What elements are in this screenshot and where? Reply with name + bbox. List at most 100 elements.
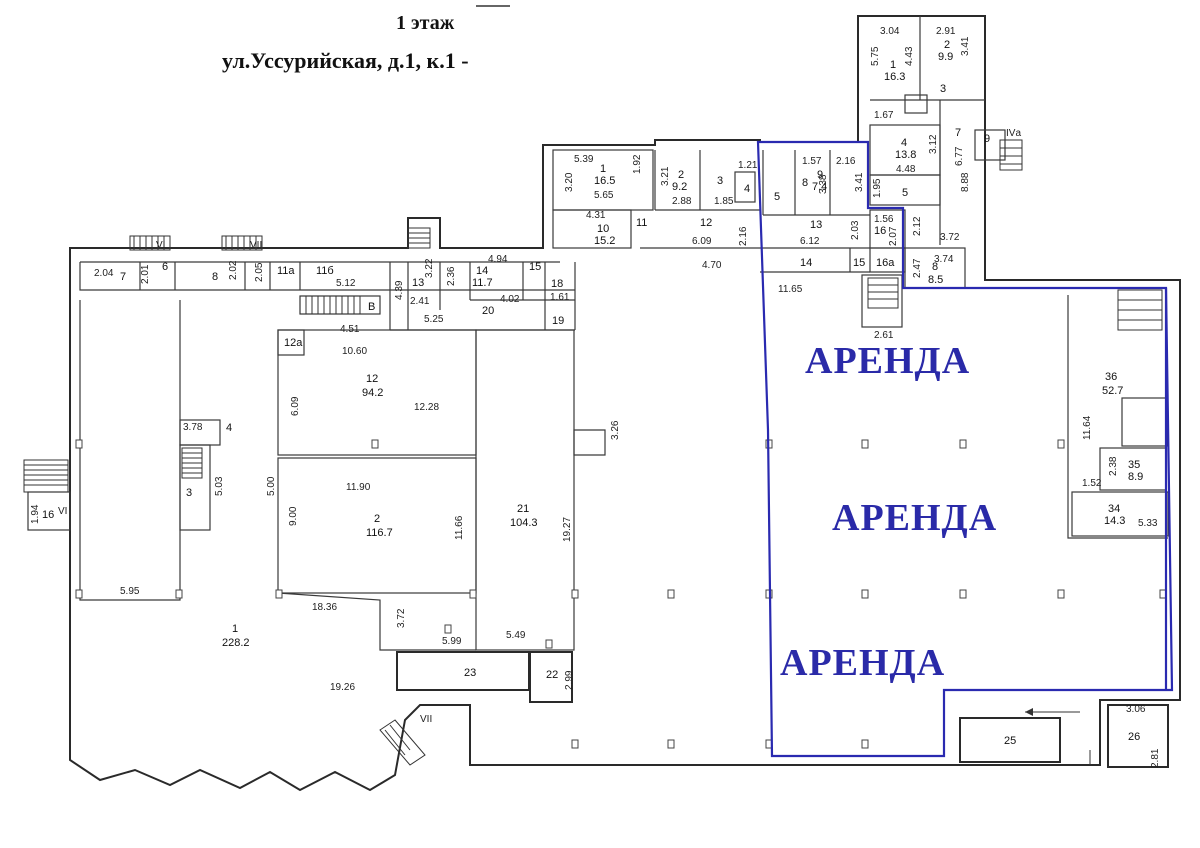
dimension-label: 19.27 (562, 517, 573, 542)
room-label: 23 (464, 667, 476, 679)
dimension-label: 4.31 (586, 210, 606, 221)
room-area: 16.3 (884, 71, 905, 83)
dimension-label: 2.38 (1108, 456, 1119, 476)
dimension-label: 3.41 (960, 36, 971, 56)
dimension-label: 1.56 (874, 214, 894, 225)
room-label: 3 (717, 175, 723, 187)
room-label: В (368, 301, 375, 313)
dimension-label: 1.94 (30, 504, 41, 524)
dimension-label: 2.91 (936, 26, 956, 37)
dimension-label: 5.03 (214, 476, 225, 496)
room-label: 18 (551, 278, 563, 290)
dimension-label: 6.09 (692, 236, 712, 247)
room-area: 52.7 (1102, 385, 1123, 397)
dimension-label: 1.61 (550, 292, 570, 303)
room-label: 19 (552, 315, 564, 327)
room-label: 12а (284, 337, 303, 349)
room-area: 7.4 (812, 181, 827, 193)
dimension-label: 3.78 (183, 422, 203, 433)
dimension-label: 12.28 (414, 402, 439, 413)
dimension-label: IVа (1006, 128, 1021, 139)
dimension-label: 5.65 (594, 190, 614, 201)
room-label: 11б (316, 265, 334, 277)
room-numbers: 7 6 8 11а 11б В 13 15 18 20 19 12а 4 3 1… (42, 83, 1140, 747)
room-area: 15.2 (594, 235, 615, 247)
room-number: 4 (901, 137, 907, 149)
dimension-label: 11.64 (1082, 415, 1093, 440)
dimension-label: 2.02 (228, 260, 239, 280)
dimension-label: 1.92 (632, 154, 643, 174)
dimension-label: 3.12 (928, 134, 939, 154)
room-label: 15 (529, 261, 541, 273)
columns (75, 439, 1167, 749)
dimension-label: 2.03 (850, 220, 861, 240)
room-label: 3 (940, 83, 946, 95)
dimension-labels: 2.04 2.01 2.02 2.05 5.12 4.39 3.22 2.36 … (30, 26, 1161, 768)
room-label: 22 (546, 669, 558, 681)
dimension-label: 2.47 (912, 258, 923, 278)
dimension-label: 3.41 (854, 172, 865, 192)
room-label: 7 (120, 271, 126, 283)
room-number: 8 (932, 261, 938, 273)
floor-title: 1 этаж (396, 12, 455, 34)
dimension-label: 4.51 (340, 324, 360, 335)
dimension-label: 5.25 (424, 314, 444, 325)
lease-label-bottom: АРЕНДА (780, 642, 945, 684)
dimension-label: 2.41 (410, 296, 430, 307)
dimension-label: 2.99 (564, 670, 575, 690)
dimension-label: 11.65 (778, 284, 803, 295)
dimension-label: 5.00 (266, 476, 277, 496)
room-label: 5 (774, 191, 780, 203)
dimension-label: VII (420, 714, 432, 725)
room-label: 3 (186, 487, 192, 499)
dimension-label: 6.09 (290, 396, 301, 416)
room-area: 94.2 (362, 387, 383, 399)
room-area: 8.9 (1128, 471, 1143, 483)
room-area: 9.9 (938, 51, 953, 63)
room-area: 13.8 (895, 149, 916, 161)
dimension-label: 19.26 (330, 682, 355, 693)
dimension-label: VI (156, 240, 165, 251)
room-number: 14 (476, 265, 488, 277)
dimension-label: 2.81 (1150, 748, 1161, 768)
dimension-label: 4.02 (500, 294, 520, 305)
dimension-label: 2.05 (254, 262, 265, 282)
dimension-label: 1.67 (874, 110, 894, 121)
dimension-label: 2.16 (836, 156, 856, 167)
room-label: 5 (902, 187, 908, 199)
room-number: 2 (374, 513, 380, 525)
dimension-label: 5.75 (870, 46, 881, 66)
dimension-label: 6.12 (800, 236, 820, 247)
dimension-label: 6.77 (954, 146, 965, 166)
room-area: 104.3 (510, 517, 538, 529)
dimension-label: 3.06 (1126, 704, 1146, 715)
dimension-label: 5.33 (1138, 518, 1158, 529)
room-label: 9 (984, 133, 990, 145)
dimension-label: 3.72 (940, 232, 960, 243)
dimension-label: 5.39 (574, 154, 594, 165)
room-label: 6 (162, 261, 168, 273)
dimension-label: 3.74 (934, 254, 954, 265)
dimension-label: 9.00 (288, 506, 299, 526)
room-area: 16.5 (594, 175, 615, 187)
dimension-label: 11.66 (454, 515, 465, 540)
room-number: 2 (944, 39, 950, 51)
dimension-label: 2.12 (912, 216, 923, 236)
room-label: 16 (874, 225, 886, 237)
room-labels: 1 228.2 2 116.7 12 94.2 21 104.3 36 52.7… (222, 39, 1143, 649)
room-label: 13 (810, 219, 822, 231)
room-label: 15 (853, 257, 865, 269)
dimension-label: 3.22 (424, 258, 435, 278)
dimension-label: 2.07 (888, 226, 899, 246)
dimension-label: VI (58, 506, 67, 517)
dimension-label: 5.12 (336, 278, 356, 289)
dimension-label: 18.36 (312, 602, 337, 613)
room-label: 13 (412, 277, 424, 289)
dimension-label: 3.38 (818, 174, 829, 194)
dimension-label: 10.60 (342, 346, 367, 357)
dimension-label: 4.70 (702, 260, 722, 271)
room-number: 2 (678, 169, 684, 181)
dimension-label: 5.99 (442, 636, 462, 647)
room-label: 16а (876, 257, 895, 269)
